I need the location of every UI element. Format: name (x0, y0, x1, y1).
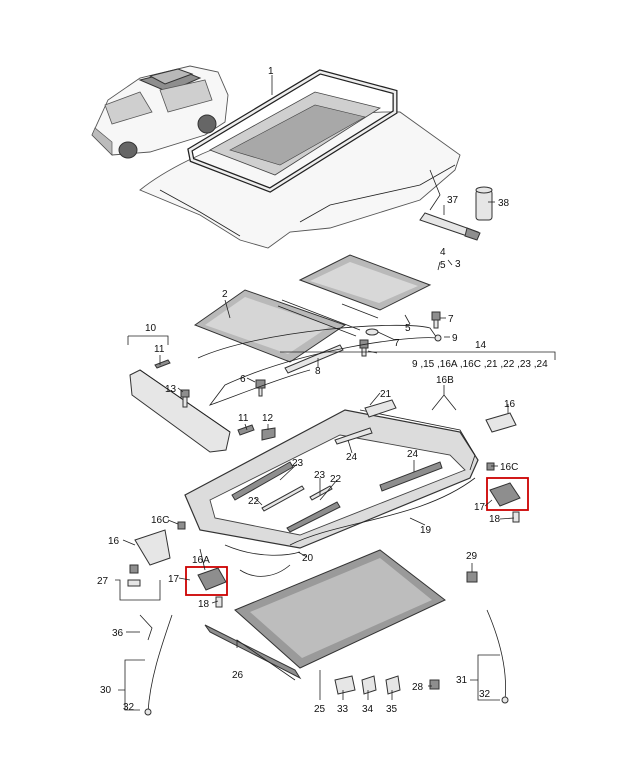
part-2-front-glass (193, 289, 347, 363)
part-11-pieces (154, 359, 255, 436)
callout-34: 34 (362, 704, 374, 715)
callout-35: 35 (386, 704, 398, 715)
callout-24-bottom: 24 (407, 449, 419, 460)
callout-16C-right: 16C (500, 462, 518, 473)
leader-lines (115, 75, 556, 711)
callout-36: 36 (112, 628, 124, 639)
part-9-cable (197, 324, 442, 406)
part-30-hose (144, 614, 173, 716)
callout-32-right: 32 (479, 689, 491, 700)
callout-5-bottom: 5 (405, 323, 411, 334)
callout-7-right: 7 (448, 314, 454, 325)
callout-28: 28 (412, 682, 424, 693)
part-4-rear-glass (298, 254, 432, 311)
part-25-sunshade (234, 549, 446, 669)
part-29-screw (466, 571, 478, 583)
part-16-bracket-right (485, 412, 517, 433)
callout-3: 3 (455, 259, 461, 270)
callout-6: 6 (240, 374, 246, 385)
part-17-motor-right (486, 477, 529, 523)
callout-18-right: 18 (489, 514, 501, 525)
roof-body (139, 111, 461, 249)
part-12-clip (261, 427, 276, 441)
callout-labels: 1 2 3 4 5 5 6 7 7 8 9 10 11 11 12 13 14 … (97, 66, 548, 715)
callout-7-left: 7 (394, 338, 400, 349)
callout-16B: 16B (436, 375, 454, 386)
part-33-clip (334, 675, 356, 695)
callout-16-right: 16 (504, 399, 516, 410)
part-16C-bolt-right (486, 462, 495, 471)
part-24-rails (334, 427, 443, 492)
part-22-rails (261, 485, 333, 512)
part-7-bolts (359, 311, 441, 357)
callout-17-right: 17 (474, 502, 486, 513)
callout-16A: 16A (192, 555, 210, 566)
part-14-frame (184, 409, 479, 549)
part-16C-bolt-left (177, 521, 186, 530)
part-26-rail (204, 624, 302, 680)
part-20-cable (224, 544, 301, 577)
part-16-bracket-left (134, 529, 171, 566)
callout-20: 20 (302, 553, 314, 564)
callout-2: 2 (222, 289, 228, 300)
callout-26: 26 (232, 670, 244, 681)
callout-16C-left: 16C (151, 515, 169, 526)
callout-14-list: 9 ,15 ,16A ,16C ,21 ,22 ,23 ,24 (412, 359, 548, 370)
callout-21: 21 (380, 389, 392, 400)
part-38-bottle (475, 186, 493, 221)
callout-5-top: 5 (440, 260, 446, 271)
callout-4: 4 (440, 247, 446, 258)
part-34-clip (361, 675, 377, 695)
glass-seal-strips (277, 299, 379, 337)
part-17-motor-left (185, 566, 228, 608)
callout-25: 25 (314, 704, 326, 715)
part-21-bracket (364, 399, 397, 418)
part-6-bolt (255, 379, 266, 397)
callout-10: 10 (145, 323, 157, 334)
callout-23-left: 23 (292, 458, 304, 469)
callout-31: 31 (456, 675, 468, 686)
part-31-hose (486, 609, 509, 704)
callout-33: 33 (337, 704, 349, 715)
part-13-screw (180, 389, 190, 408)
part-37-tube (419, 212, 481, 241)
callout-1: 1 (268, 66, 274, 77)
callout-29: 29 (466, 551, 478, 562)
callout-16-left: 16 (108, 536, 120, 547)
callout-19: 19 (420, 525, 432, 536)
part-1-seal (187, 69, 398, 193)
part-10-deflector (129, 369, 231, 453)
callout-11-bottom: 11 (238, 413, 249, 424)
callout-30: 30 (100, 685, 112, 696)
callout-27: 27 (97, 576, 109, 587)
callout-13: 13 (165, 384, 177, 395)
part-35-clip (385, 675, 401, 695)
callout-17-left: 17 (168, 574, 180, 585)
part-36-hose-end (139, 614, 153, 641)
callout-22-right: 22 (330, 474, 342, 485)
callout-11-top: 11 (154, 344, 165, 355)
callout-9: 9 (452, 333, 458, 344)
part-23-guides (231, 461, 341, 533)
callout-22-left: 22 (248, 496, 260, 507)
part-19-cable (289, 477, 476, 546)
callout-8: 8 (315, 366, 321, 377)
callout-32-left: 32 (123, 702, 135, 713)
callout-18-left: 18 (198, 599, 210, 610)
callout-23-right: 23 (314, 470, 326, 481)
callout-14: 14 (475, 340, 487, 351)
callout-24-top: 24 (346, 452, 358, 463)
callout-38: 38 (498, 198, 510, 209)
callout-37: 37 (447, 195, 459, 206)
part-28-screw (429, 679, 440, 690)
car-thumbnail (91, 65, 229, 159)
part-27-clips (127, 564, 141, 587)
callout-12: 12 (262, 413, 274, 424)
